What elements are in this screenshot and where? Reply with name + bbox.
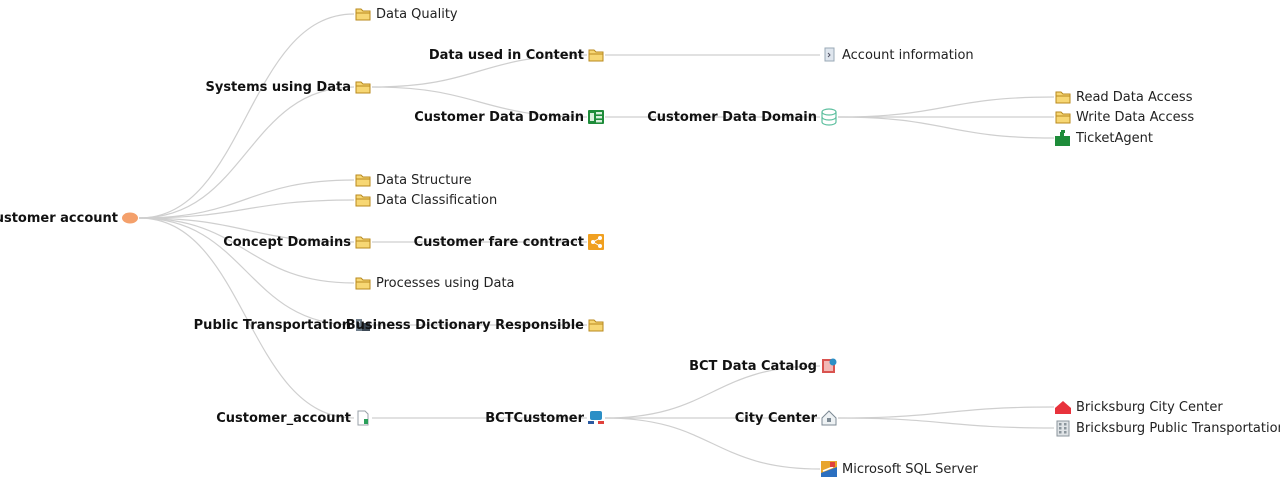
link-root-to-data_classification bbox=[138, 199, 355, 219]
node-public-transportation[interactable]: Public Transportation bbox=[194, 318, 370, 333]
node-label: Data used in Content bbox=[429, 48, 584, 63]
link-root-to-customer_account_file bbox=[138, 217, 355, 419]
node-label: Processes using Data bbox=[376, 276, 515, 291]
node-data-classification[interactable]: Data Classification bbox=[355, 193, 497, 208]
link-city_center-to-bricksburg_public_transportation bbox=[837, 417, 1055, 429]
folder-icon bbox=[588, 319, 604, 332]
tree-links bbox=[138, 13, 1055, 470]
file-icon bbox=[357, 410, 369, 426]
node-label: Systems using Data bbox=[205, 80, 351, 95]
node-bricksburg-city-center[interactable]: Bricksburg City Center bbox=[1055, 400, 1223, 415]
node-label: Data Quality bbox=[376, 7, 458, 22]
link-systems_using_data-to-customer_data_domain_1 bbox=[371, 86, 588, 118]
node-systems-using-data[interactable]: Systems using Data bbox=[205, 80, 371, 95]
link-root-to-processes_using_data bbox=[138, 217, 355, 284]
folder-icon bbox=[355, 236, 371, 249]
building-blocks-icon bbox=[356, 319, 370, 331]
node-label: Data Structure bbox=[376, 173, 472, 188]
node-label: City Center bbox=[735, 411, 818, 426]
sql-server-icon bbox=[821, 461, 837, 477]
link-city_center-to-bricksburg_city_center bbox=[837, 406, 1055, 419]
node-customer-data-domain-1[interactable]: Customer Data Domain bbox=[414, 110, 604, 125]
node-customer-account-file[interactable]: Customer_account bbox=[216, 410, 369, 426]
node-city-center[interactable]: City Center bbox=[735, 410, 837, 426]
link-root-to-data_quality bbox=[138, 13, 355, 219]
node-bct-data-catalog[interactable]: BCT Data Catalog bbox=[689, 358, 837, 375]
link-customer_data_domain_2-to-ticket_agent bbox=[837, 116, 1055, 139]
link-root-to-data_structure bbox=[138, 179, 355, 219]
catalog-icon bbox=[822, 358, 837, 373]
node-label: Customer fare contract bbox=[414, 235, 584, 250]
node-label: Write Data Access bbox=[1076, 110, 1194, 125]
link-systems_using_data-to-data_used_in_content bbox=[371, 54, 588, 88]
folder-icon bbox=[1055, 111, 1071, 124]
link-bct_customer-to-bct_data_catalog bbox=[604, 365, 821, 419]
link-root-to-concept_domains bbox=[138, 217, 355, 243]
node-customer-fare-contract[interactable]: Customer fare contract bbox=[414, 234, 604, 250]
root-ellipse bbox=[122, 212, 138, 224]
node-label: TicketAgent bbox=[1075, 131, 1153, 146]
red-house-icon bbox=[1055, 401, 1071, 414]
node-label: Bricksburg Public Transportation bbox=[1076, 421, 1280, 436]
node-label: Business Dictionary Responsible bbox=[346, 318, 584, 333]
link-bct_customer-to-microsoft_sql_server bbox=[604, 417, 821, 470]
node-label: Customer account bbox=[0, 211, 118, 226]
node-account-information[interactable]: Account information bbox=[824, 47, 974, 63]
node-label: Public Transportation bbox=[194, 318, 351, 333]
document-icon bbox=[824, 47, 835, 62]
folder-icon bbox=[355, 8, 371, 21]
node-business-dictionary-responsible[interactable]: Business Dictionary Responsible bbox=[346, 318, 604, 333]
folder-icon bbox=[355, 194, 371, 207]
node-data-quality[interactable]: Data Quality bbox=[355, 7, 458, 22]
node-customer-data-domain-2[interactable]: Customer Data Domain bbox=[647, 108, 837, 126]
node-label: Concept Domains bbox=[223, 235, 351, 250]
node-data-structure[interactable]: Data Structure bbox=[355, 173, 472, 188]
node-label: Data Classification bbox=[376, 193, 497, 208]
node-ticket-agent[interactable]: TicketAgent bbox=[1055, 130, 1153, 146]
share-icon bbox=[588, 234, 604, 250]
node-label: Customer_account bbox=[216, 411, 351, 426]
node-processes-using-data[interactable]: Processes using Data bbox=[355, 276, 515, 291]
node-label: BCT Data Catalog bbox=[689, 359, 817, 374]
node-label: Account information bbox=[842, 48, 974, 63]
node-microsoft-sql-server[interactable]: Microsoft SQL Server bbox=[821, 461, 978, 477]
link-customer_data_domain_2-to-read_data_access bbox=[837, 96, 1055, 118]
node-bricksburg-public-transportation[interactable]: Bricksburg Public Transportation bbox=[1056, 420, 1280, 437]
node-label: Bricksburg City Center bbox=[1076, 400, 1223, 415]
node-label: Microsoft SQL Server bbox=[842, 462, 978, 477]
folder-icon bbox=[355, 277, 371, 290]
node-label: Customer Data Domain bbox=[414, 110, 584, 125]
database-icon bbox=[821, 108, 837, 126]
house-icon bbox=[821, 410, 837, 426]
node-bct-customer[interactable]: BCTCustomer bbox=[485, 411, 604, 426]
node-label: BCTCustomer bbox=[485, 411, 584, 426]
domain-grid-icon bbox=[588, 110, 604, 124]
node-label: Read Data Access bbox=[1076, 90, 1193, 105]
node-label: Customer Data Domain bbox=[647, 110, 817, 125]
node-data-used-in-content[interactable]: Data used in Content bbox=[429, 48, 604, 63]
node-read-data-access[interactable]: Read Data Access bbox=[1055, 90, 1193, 105]
node-root[interactable]: Customer account bbox=[0, 211, 138, 226]
link-root-to-systems_using_data bbox=[138, 86, 355, 219]
folder-icon bbox=[355, 81, 371, 94]
server-icon bbox=[588, 411, 604, 424]
folder-icon bbox=[355, 174, 371, 187]
folder-icon bbox=[588, 49, 604, 62]
office-building-icon bbox=[1056, 420, 1070, 437]
node-write-data-access[interactable]: Write Data Access bbox=[1055, 110, 1194, 125]
node-concept-domains[interactable]: Concept Domains bbox=[223, 235, 371, 250]
puzzle-icon bbox=[1055, 130, 1070, 146]
link-root-to-public_transportation bbox=[138, 217, 355, 326]
folder-icon bbox=[1055, 91, 1071, 104]
